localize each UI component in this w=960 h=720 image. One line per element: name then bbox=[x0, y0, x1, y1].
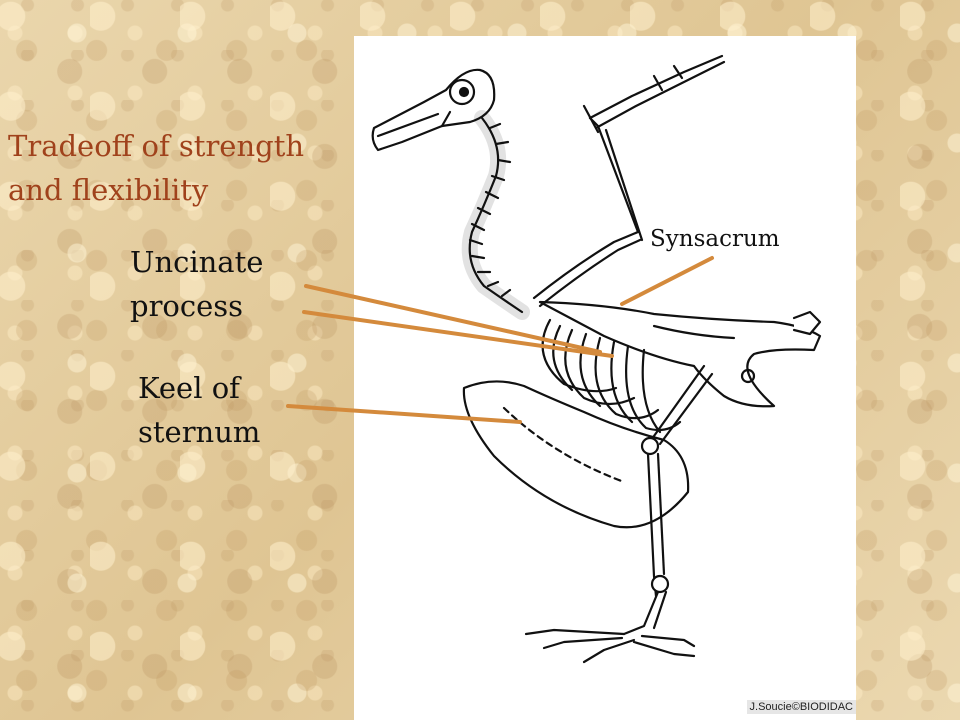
uncinate-label-line-2: process bbox=[130, 289, 244, 323]
title-line-2: and flexibility bbox=[8, 173, 209, 207]
skull bbox=[371, 68, 496, 152]
keel-label-line-1: Keel of bbox=[138, 371, 240, 405]
bird-skeleton-drawing bbox=[371, 54, 822, 664]
title-line-1: Tradeoff of strength bbox=[8, 129, 305, 163]
slide-title: Tradeoff of strength and flexibility bbox=[8, 124, 348, 212]
keel-label-line-2: sternum bbox=[138, 415, 261, 449]
neck-vertebrae bbox=[461, 110, 530, 320]
image-credit: J.Soucie©BIODIDAC bbox=[746, 700, 856, 714]
legs bbox=[524, 364, 714, 664]
keel-of-sternum-label: Keel of sternum bbox=[138, 366, 260, 454]
skeleton-figure-panel: Synsacrum J.Soucie©BIODIDAC bbox=[354, 36, 856, 720]
sternum-keel bbox=[462, 380, 690, 529]
synsacrum-label: Synsacrum bbox=[650, 226, 780, 252]
uncinate-label-line-1: Uncinate bbox=[130, 245, 264, 279]
uncinate-process-label: Uncinate process bbox=[130, 240, 263, 328]
wing-bones bbox=[532, 54, 726, 308]
